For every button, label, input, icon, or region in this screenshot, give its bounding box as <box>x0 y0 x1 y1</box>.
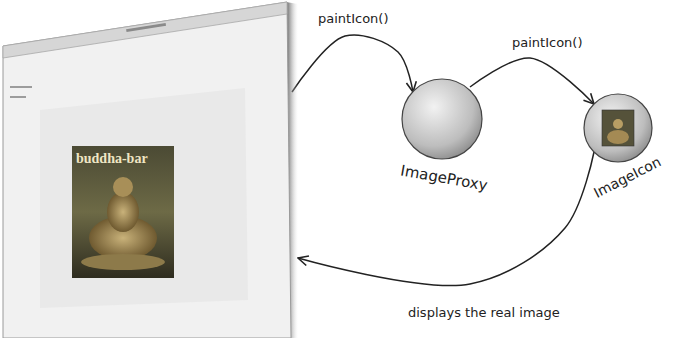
buddha-base <box>81 254 165 270</box>
buddha-head <box>113 177 133 197</box>
buddha-torso <box>107 192 139 232</box>
edge-label: displays the real image <box>408 306 560 320</box>
object-name: ImageIcon <box>592 155 664 202</box>
object-node: ImageProxy <box>392 78 492 198</box>
cover-title: buddha-bar <box>76 151 148 166</box>
menu-mark <box>10 86 32 88</box>
call-arrow <box>298 152 594 286</box>
object-circle <box>402 79 482 159</box>
title-bar <box>3 2 287 58</box>
content-area <box>40 88 248 308</box>
object-node: ImageIcon <box>578 92 678 207</box>
thumbnail-figure <box>613 119 623 129</box>
call-arrow <box>292 35 413 92</box>
object-circle <box>584 94 652 162</box>
album-cover <box>72 146 174 278</box>
icon-thumbnail <box>602 110 634 146</box>
call-arrow <box>470 58 594 104</box>
menu-mark <box>10 96 26 98</box>
edge-label: paintIcon() <box>512 36 582 50</box>
window-screenshot <box>0 0 300 338</box>
title-mark <box>126 23 166 32</box>
window-frame <box>3 2 291 338</box>
edge-label: paintIcon() <box>318 12 388 26</box>
window-node: buddha-bar <box>0 0 300 338</box>
thumbnail-figure <box>607 130 629 144</box>
object-name: ImageProxy <box>399 162 489 194</box>
